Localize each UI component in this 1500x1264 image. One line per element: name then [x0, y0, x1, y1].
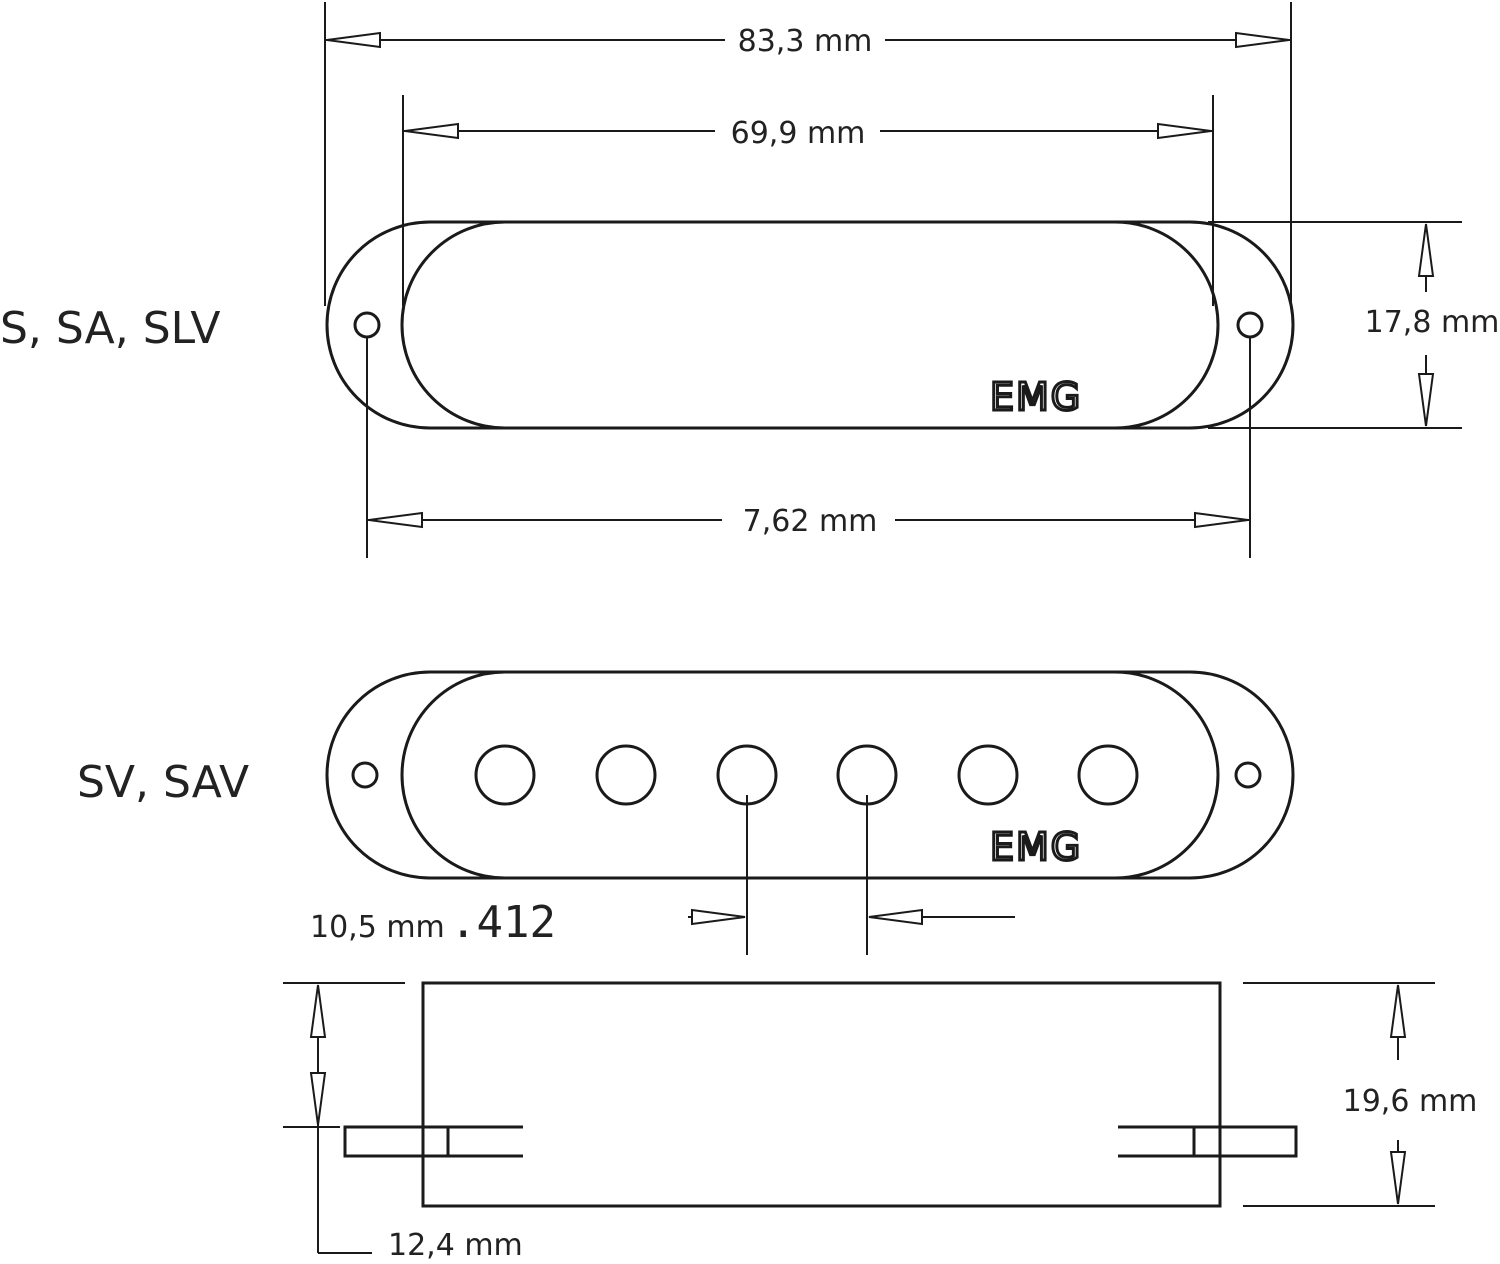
label-overall-length: 83,3 mm [738, 24, 873, 59]
model-label-bottom: SV, SAV [77, 757, 249, 808]
middle-mounting-hole-left [351, 761, 379, 789]
dim-pole-spacing [688, 795, 1015, 955]
model-label-top: S, SA, SLV [0, 303, 220, 354]
pole-piece-1 [474, 744, 536, 806]
pole-piece-5 [957, 744, 1019, 806]
top-emg-logo: EMG [990, 375, 1082, 419]
label-cover-length: 69,9 mm [731, 116, 866, 151]
top-pickup-outline [325, 220, 1295, 430]
middle-emg-logo: EMG [990, 825, 1082, 869]
label-pole-spacing: 10,5 mm [310, 910, 445, 945]
dim-base-height [283, 982, 405, 1254]
dim-overall-length [324, 2, 1292, 306]
middle-pickup-outline [325, 670, 1295, 880]
label-width: 17,8 mm [1365, 305, 1500, 340]
top-mounting-hole-right [1236, 311, 1264, 339]
label-pole-spacing-inch: .412 [450, 897, 556, 948]
pole-piece-6 [1077, 744, 1139, 806]
label-base-height: 12,4 mm [388, 1228, 523, 1263]
top-mounting-hole-left [353, 311, 381, 339]
dim-hole-spacing [366, 337, 1251, 558]
dim-cover-length [402, 95, 1214, 306]
pole-piece-2 [595, 744, 657, 806]
side-pickup-outline [343, 981, 1298, 1208]
label-hole-spacing: 7,62 mm [743, 504, 878, 539]
middle-mounting-hole-right [1234, 761, 1262, 789]
label-height: 19,6 mm [1343, 1084, 1478, 1119]
dim-height [1243, 982, 1435, 1207]
dim-width [1208, 221, 1462, 429]
